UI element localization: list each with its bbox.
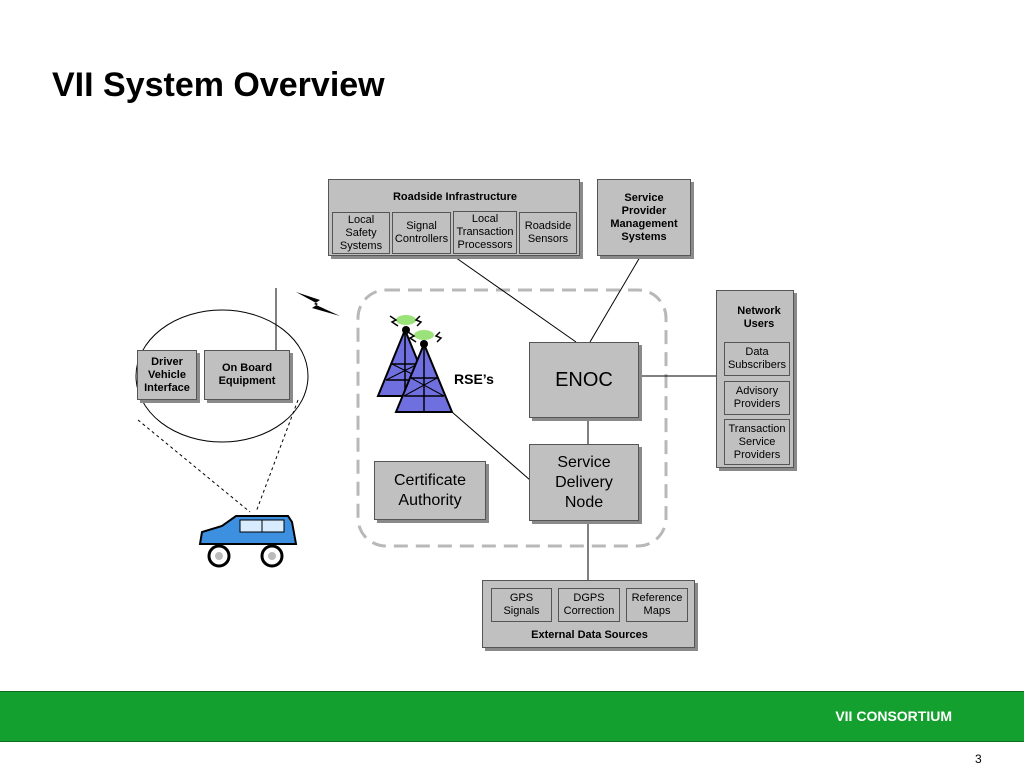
footer-brand: VII CONSORTIUM bbox=[835, 708, 952, 724]
on-board-equipment-box: On Board Equipment bbox=[204, 350, 290, 400]
advisory-providers: Advisory Providers bbox=[724, 381, 790, 415]
radio-tower-icon bbox=[376, 315, 454, 413]
data-subscribers: Data Subscribers bbox=[724, 342, 790, 376]
roadside-sensors: Roadside Sensors bbox=[519, 212, 577, 254]
zoom-line-right bbox=[255, 399, 299, 513]
rse-label: RSE’s bbox=[454, 371, 494, 387]
core-network-region bbox=[356, 288, 668, 548]
local-safety-systems: Local Safety Systems bbox=[332, 212, 390, 254]
roadside-enoc-connector bbox=[451, 254, 577, 343]
dgps-correction: DGPS Correction bbox=[558, 588, 620, 622]
service-delivery-node-box: Service Delivery Node bbox=[529, 444, 639, 521]
rse-sdn-connector bbox=[451, 411, 531, 481]
service-provider-management-box: Service Provider Management Systems bbox=[597, 179, 691, 256]
vehicle-zoom-ellipse bbox=[135, 309, 309, 443]
provider-enoc-connector bbox=[589, 256, 641, 343]
driver-vehicle-interface-box: Driver Vehicle Interface bbox=[137, 350, 197, 400]
page-number: 3 bbox=[975, 752, 982, 766]
roadside-infrastructure-box: Roadside Infrastructure Local Safety Sys… bbox=[328, 179, 580, 256]
gps-signals: GPS Signals bbox=[491, 588, 552, 622]
zoom-line-left bbox=[137, 419, 251, 513]
footer-bar: VII CONSORTIUM bbox=[0, 691, 1024, 742]
signal-controllers: Signal Controllers bbox=[392, 212, 451, 254]
external-data-sources-box: GPS Signals DGPS Correction Reference Ma… bbox=[482, 580, 695, 648]
network-users-box: Network Users Data Subscribers Advisory … bbox=[716, 290, 794, 468]
external-data-sources-title: External Data Sources bbox=[531, 629, 648, 641]
car-icon bbox=[198, 515, 298, 568]
transaction-service-providers: Transaction Service Providers bbox=[724, 419, 790, 465]
slide-title: VII System Overview bbox=[52, 66, 385, 104]
roadside-infrastructure-title: Roadside Infrastructure bbox=[392, 191, 518, 203]
certificate-authority-box: Certificate Authority bbox=[374, 461, 486, 520]
reference-maps: Reference Maps bbox=[626, 588, 688, 622]
lightning-bolt-icon bbox=[296, 292, 340, 316]
local-transaction-processors: Local Transaction Processors bbox=[453, 211, 517, 254]
enoc-box: ENOC bbox=[529, 342, 639, 418]
network-users-title: Network Users bbox=[737, 305, 781, 330]
